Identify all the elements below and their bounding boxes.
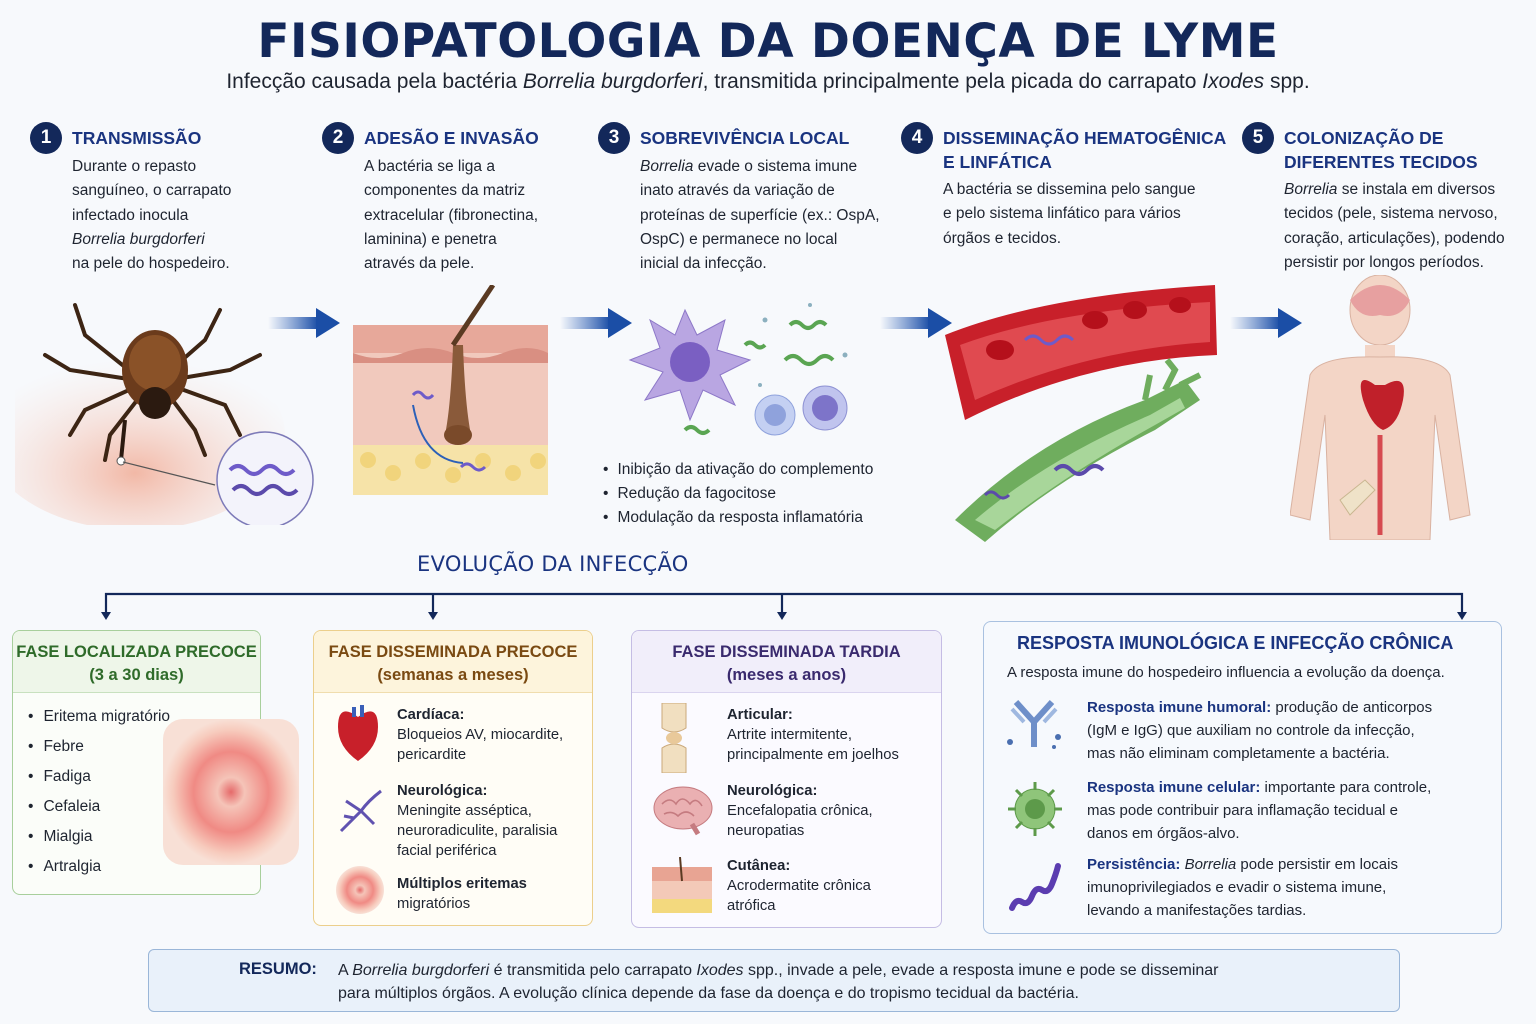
summary-label: RESUMO: (239, 960, 317, 978)
phase-header: FASE LOCALIZADA PRECOCE(3 a 30 dias) (13, 631, 260, 693)
step-number: 4 (901, 122, 933, 154)
skin-layer-icon (353, 285, 548, 495)
arrow-right-icon (268, 308, 340, 338)
evolution-title: EVOLUÇÃO DA INFECÇÃO (417, 552, 689, 576)
spirochete-icon (1009, 863, 1061, 911)
phase-early-disseminated: FASE DISSEMINADA PRECOCE(semanas a meses… (313, 630, 593, 926)
phase-late-disseminated: FASE DISSEMINADA TARDIA(meses a anos) Ar… (631, 630, 942, 928)
step-title: SOBREVIVÊNCIA LOCAL (640, 128, 850, 148)
manifestation-articular: Articular:Artrite intermitente,principal… (727, 707, 899, 763)
list-item: Cefaleia (28, 792, 170, 822)
manifestation-neurologic-late: Neurológica:Encefalopatia crônica,neurop… (727, 783, 873, 839)
heart-icon (1360, 380, 1404, 430)
immune-response-panel: RESPOSTA IMUNOLÓGICA E INFECÇÃO CRÔNICA … (983, 621, 1502, 934)
cellular-response: Resposta imune celular: importante para … (1087, 779, 1432, 842)
step-number: 1 (30, 122, 62, 154)
phase-header: FASE DISSEMINADA PRECOCE(semanas a meses… (314, 631, 592, 693)
arrow-right-icon (880, 308, 952, 338)
panel-intro: A resposta imune do hospedeiro influenci… (1007, 664, 1445, 681)
symptom-list: Eritema migratório Febre Fadiga Cefaleia… (28, 702, 170, 882)
skin-icon (652, 857, 712, 913)
list-item: Modulação da resposta inflamatória (603, 506, 873, 530)
manifestation-cardiac: Cardíaca:Bloqueios AV, miocardite,perica… (397, 707, 564, 763)
macrophage-icon (628, 303, 848, 436)
evolution-connector (101, 592, 1467, 620)
arrow-right-icon (560, 308, 632, 338)
step-number: 2 (322, 122, 354, 154)
human-body-icon (1290, 275, 1471, 540)
brain-icon (653, 786, 713, 836)
nerve-icon (339, 789, 382, 833)
panel-title: RESPOSTA IMUNOLÓGICA E INFECÇÃO CRÔNICA (1017, 633, 1454, 653)
immune-cell-icon (1008, 782, 1062, 836)
knee-joint-icon (661, 703, 687, 773)
step-title: TRANSMISSÃO (72, 128, 202, 148)
step-title: ADESÃO E INVASÃO (364, 128, 539, 148)
antibody-icon (1007, 699, 1061, 749)
manifestation-neurologic: Neurológica:Meningite asséptica,neurorad… (397, 783, 558, 859)
rash-icon (163, 719, 299, 865)
list-item: Eritema migratório (28, 702, 170, 732)
phase-header: FASE DISSEMINADA TARDIA(meses a anos) (632, 631, 941, 693)
list-item: Artralgia (28, 852, 170, 882)
step-number: 5 (1242, 122, 1274, 154)
page-title: FISIOPATOLOGIA DA DOENÇA DE LYME (257, 14, 1279, 69)
step-number: 3 (598, 122, 630, 154)
list-item: Febre (28, 732, 170, 762)
immune-evasion-list: Inibição da ativação do complemento Redu… (603, 458, 873, 530)
list-item: Redução da fagocitose (603, 482, 873, 506)
persistence: Persistência: Borrelia pode persistir em… (1087, 856, 1398, 919)
heart-icon (338, 705, 378, 761)
list-item: Inibição da ativação do complemento (603, 458, 873, 482)
list-item: Fadiga (28, 762, 170, 792)
page-subtitle: Infecção causada pela bactéria Borrelia … (226, 70, 1310, 93)
rash-icon (336, 866, 384, 914)
lymph-vessel-icon (955, 358, 1202, 542)
blood-vessel-icon (945, 285, 1217, 542)
bacteria-icon (216, 431, 314, 525)
summary-box: RESUMO: A Borrelia burgdorferi é transmi… (148, 949, 1400, 1012)
phase-early-localized: FASE LOCALIZADA PRECOCE(3 a 30 dias) Eri… (12, 630, 299, 895)
summary-text: A Borrelia burgdorferi é transmitida pel… (338, 962, 1219, 1002)
arrow-right-icon (1230, 308, 1302, 338)
list-item: Mialgia (28, 822, 170, 852)
humoral-response: Resposta imune humoral: produção de anti… (1087, 699, 1433, 762)
tick-icon (15, 303, 314, 525)
